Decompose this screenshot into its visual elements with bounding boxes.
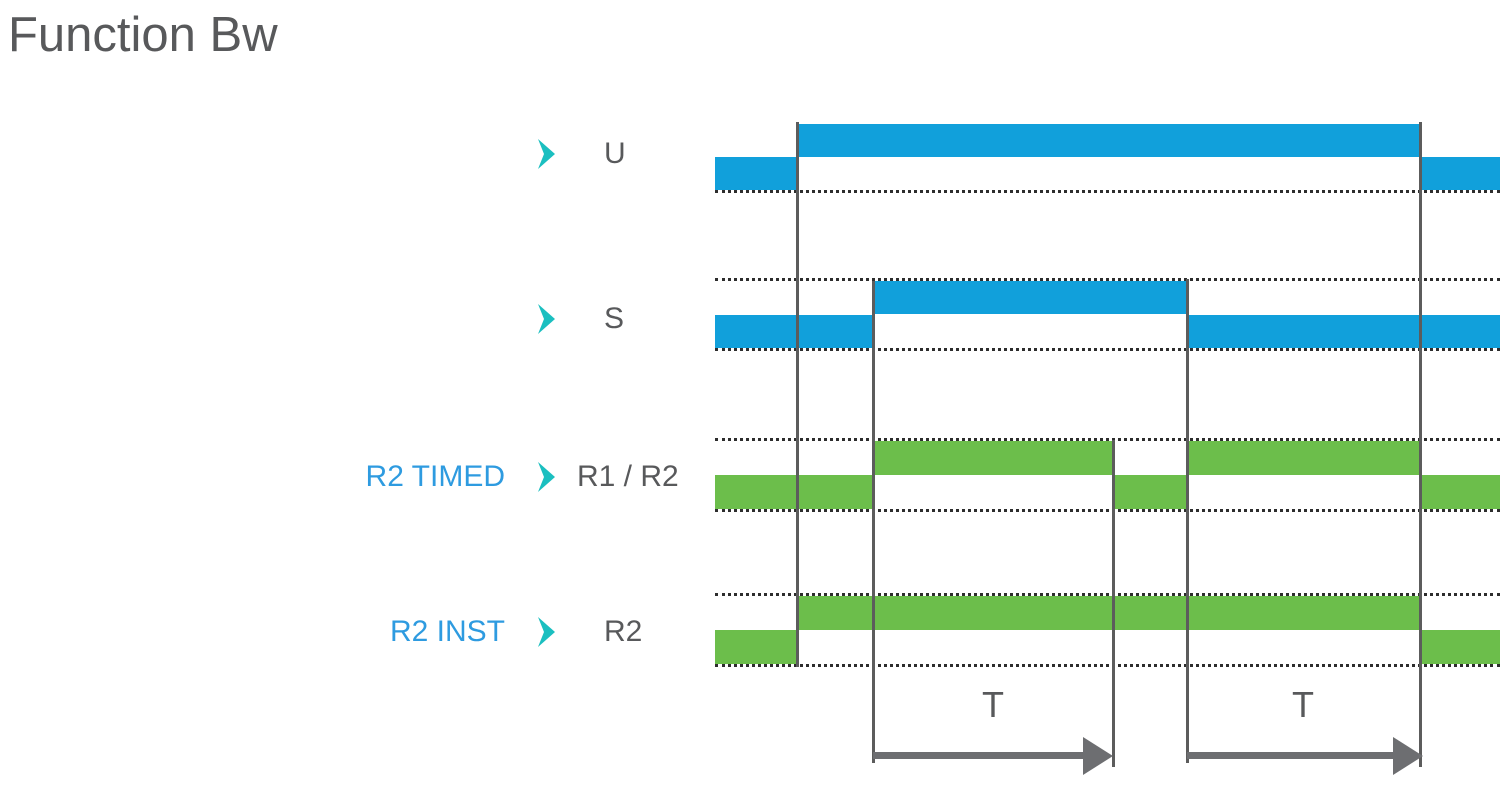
chevron-right-icon: [538, 462, 555, 492]
chevron-right-icon: [538, 304, 555, 334]
waveform-s-segment-low-2: [1187, 315, 1500, 348]
gridline-r1r2-high: [715, 438, 1500, 441]
interval-arrow-head-1: [1083, 737, 1113, 775]
transition-line-4: [1186, 279, 1189, 763]
gridline-r1r2-low: [715, 509, 1500, 512]
waveform-s-segment-low-1: [715, 315, 873, 348]
gridline-r2-high: [715, 593, 1500, 596]
transition-line-2: [872, 281, 875, 763]
waveform-r2-segment-low-1: [715, 630, 797, 664]
transition-line-1: [796, 122, 799, 667]
waveform-r1r2-segment-low-1: [715, 475, 873, 509]
mode-label-r2-timed: R2 TIMED: [365, 460, 505, 493]
transition-line-3: [1112, 440, 1115, 767]
interval-arrow-head-2: [1393, 737, 1423, 775]
page-title: Function Bw: [8, 8, 278, 62]
gridline-r2-low: [715, 664, 1500, 667]
waveform-r2-segment-low-2: [1420, 630, 1500, 664]
gridline-s-low: [715, 348, 1500, 351]
waveform-r2-segment-high: [797, 596, 1420, 630]
waveform-s-segment-high: [873, 281, 1187, 314]
interval-arrow-line-1: [873, 752, 1085, 759]
waveform-r1r2-segment-high-1: [873, 441, 1113, 475]
mode-label-r2-inst: R2 INST: [389, 615, 505, 648]
waveform-u-segment-high: [797, 124, 1420, 157]
interval-arrow-line-2: [1187, 752, 1395, 759]
transition-line-5: [1419, 122, 1422, 767]
waveform-u-segment-low-1: [715, 157, 797, 190]
waveform-r1r2-segment-low-3: [1420, 475, 1500, 509]
signal-name-r1-r2: R1 / R2: [577, 460, 679, 493]
interval-label-t-2: T: [1292, 684, 1314, 725]
waveform-r1r2-segment-high-2: [1187, 441, 1420, 475]
chevron-right-icon: [538, 617, 555, 647]
signal-name-r2: R2: [604, 615, 643, 648]
signal-name-u: U: [604, 137, 626, 170]
gridline-s-high: [715, 278, 1500, 281]
waveform-r1r2-segment-low-2: [1113, 475, 1187, 509]
waveform-u-segment-low-2: [1420, 157, 1500, 190]
chevron-right-icon: [538, 139, 555, 169]
gridline-u-low: [715, 190, 1500, 193]
interval-label-t-1: T: [982, 684, 1004, 725]
mode-label-u: [300, 132, 505, 176]
mode-label-s: [300, 297, 505, 341]
signal-name-s: S: [604, 302, 625, 335]
